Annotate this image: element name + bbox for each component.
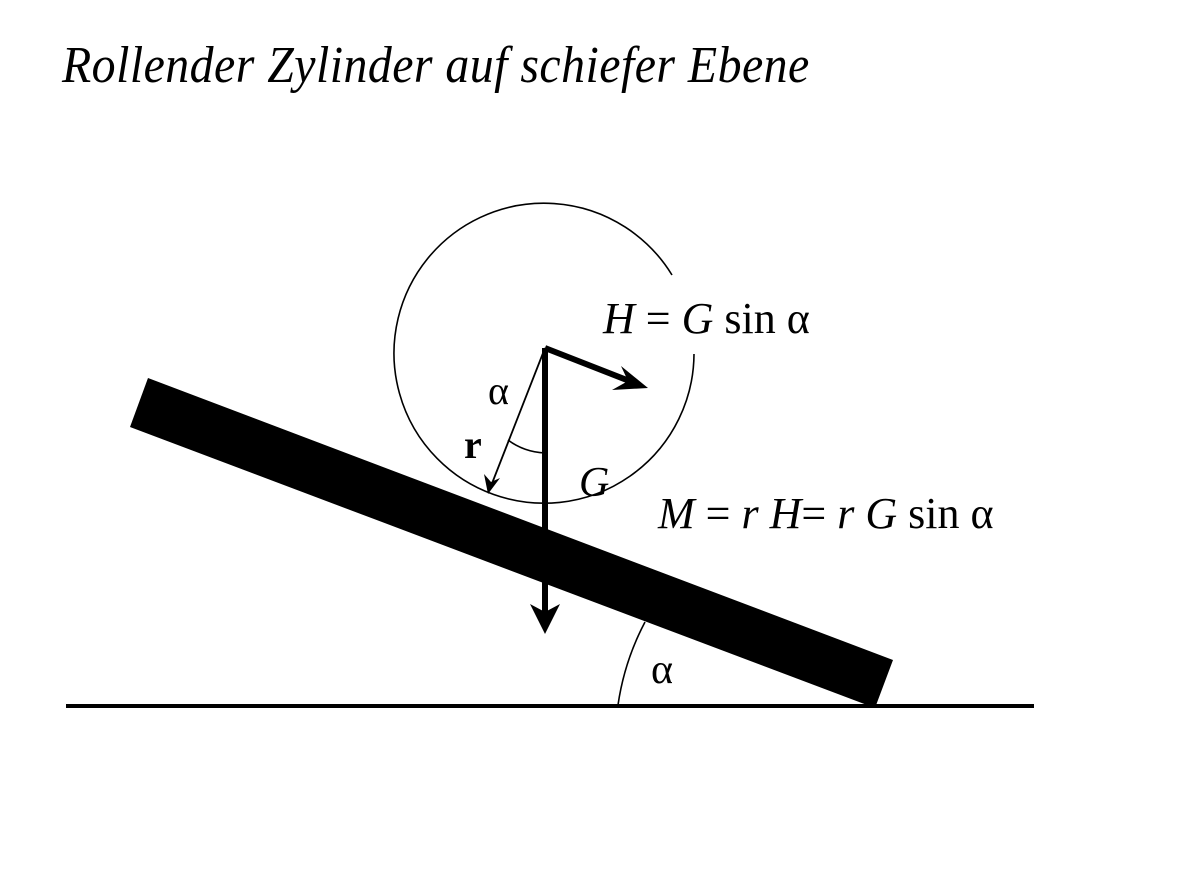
weight-vector-arrow	[530, 348, 560, 634]
base-angle-arc	[617, 621, 646, 706]
radius-r-label: r	[464, 422, 482, 467]
center-angle-arc	[507, 439, 546, 454]
cylinder-outline	[393, 202, 695, 504]
incline-plank	[130, 378, 893, 708]
force-h-label: H = G sin α	[602, 294, 810, 343]
weight-g-label: G	[579, 460, 609, 506]
diagram-title: Rollender Zylinder auf schiefer Ebene	[62, 37, 810, 94]
radius-vector-arrow	[484, 347, 546, 494]
center-alpha-label: α	[488, 368, 509, 413]
torque-m-label: M = r H= r G sin α	[657, 489, 994, 538]
downhill-force-arrow	[543, 345, 648, 390]
base-alpha-label: α	[651, 647, 673, 693]
